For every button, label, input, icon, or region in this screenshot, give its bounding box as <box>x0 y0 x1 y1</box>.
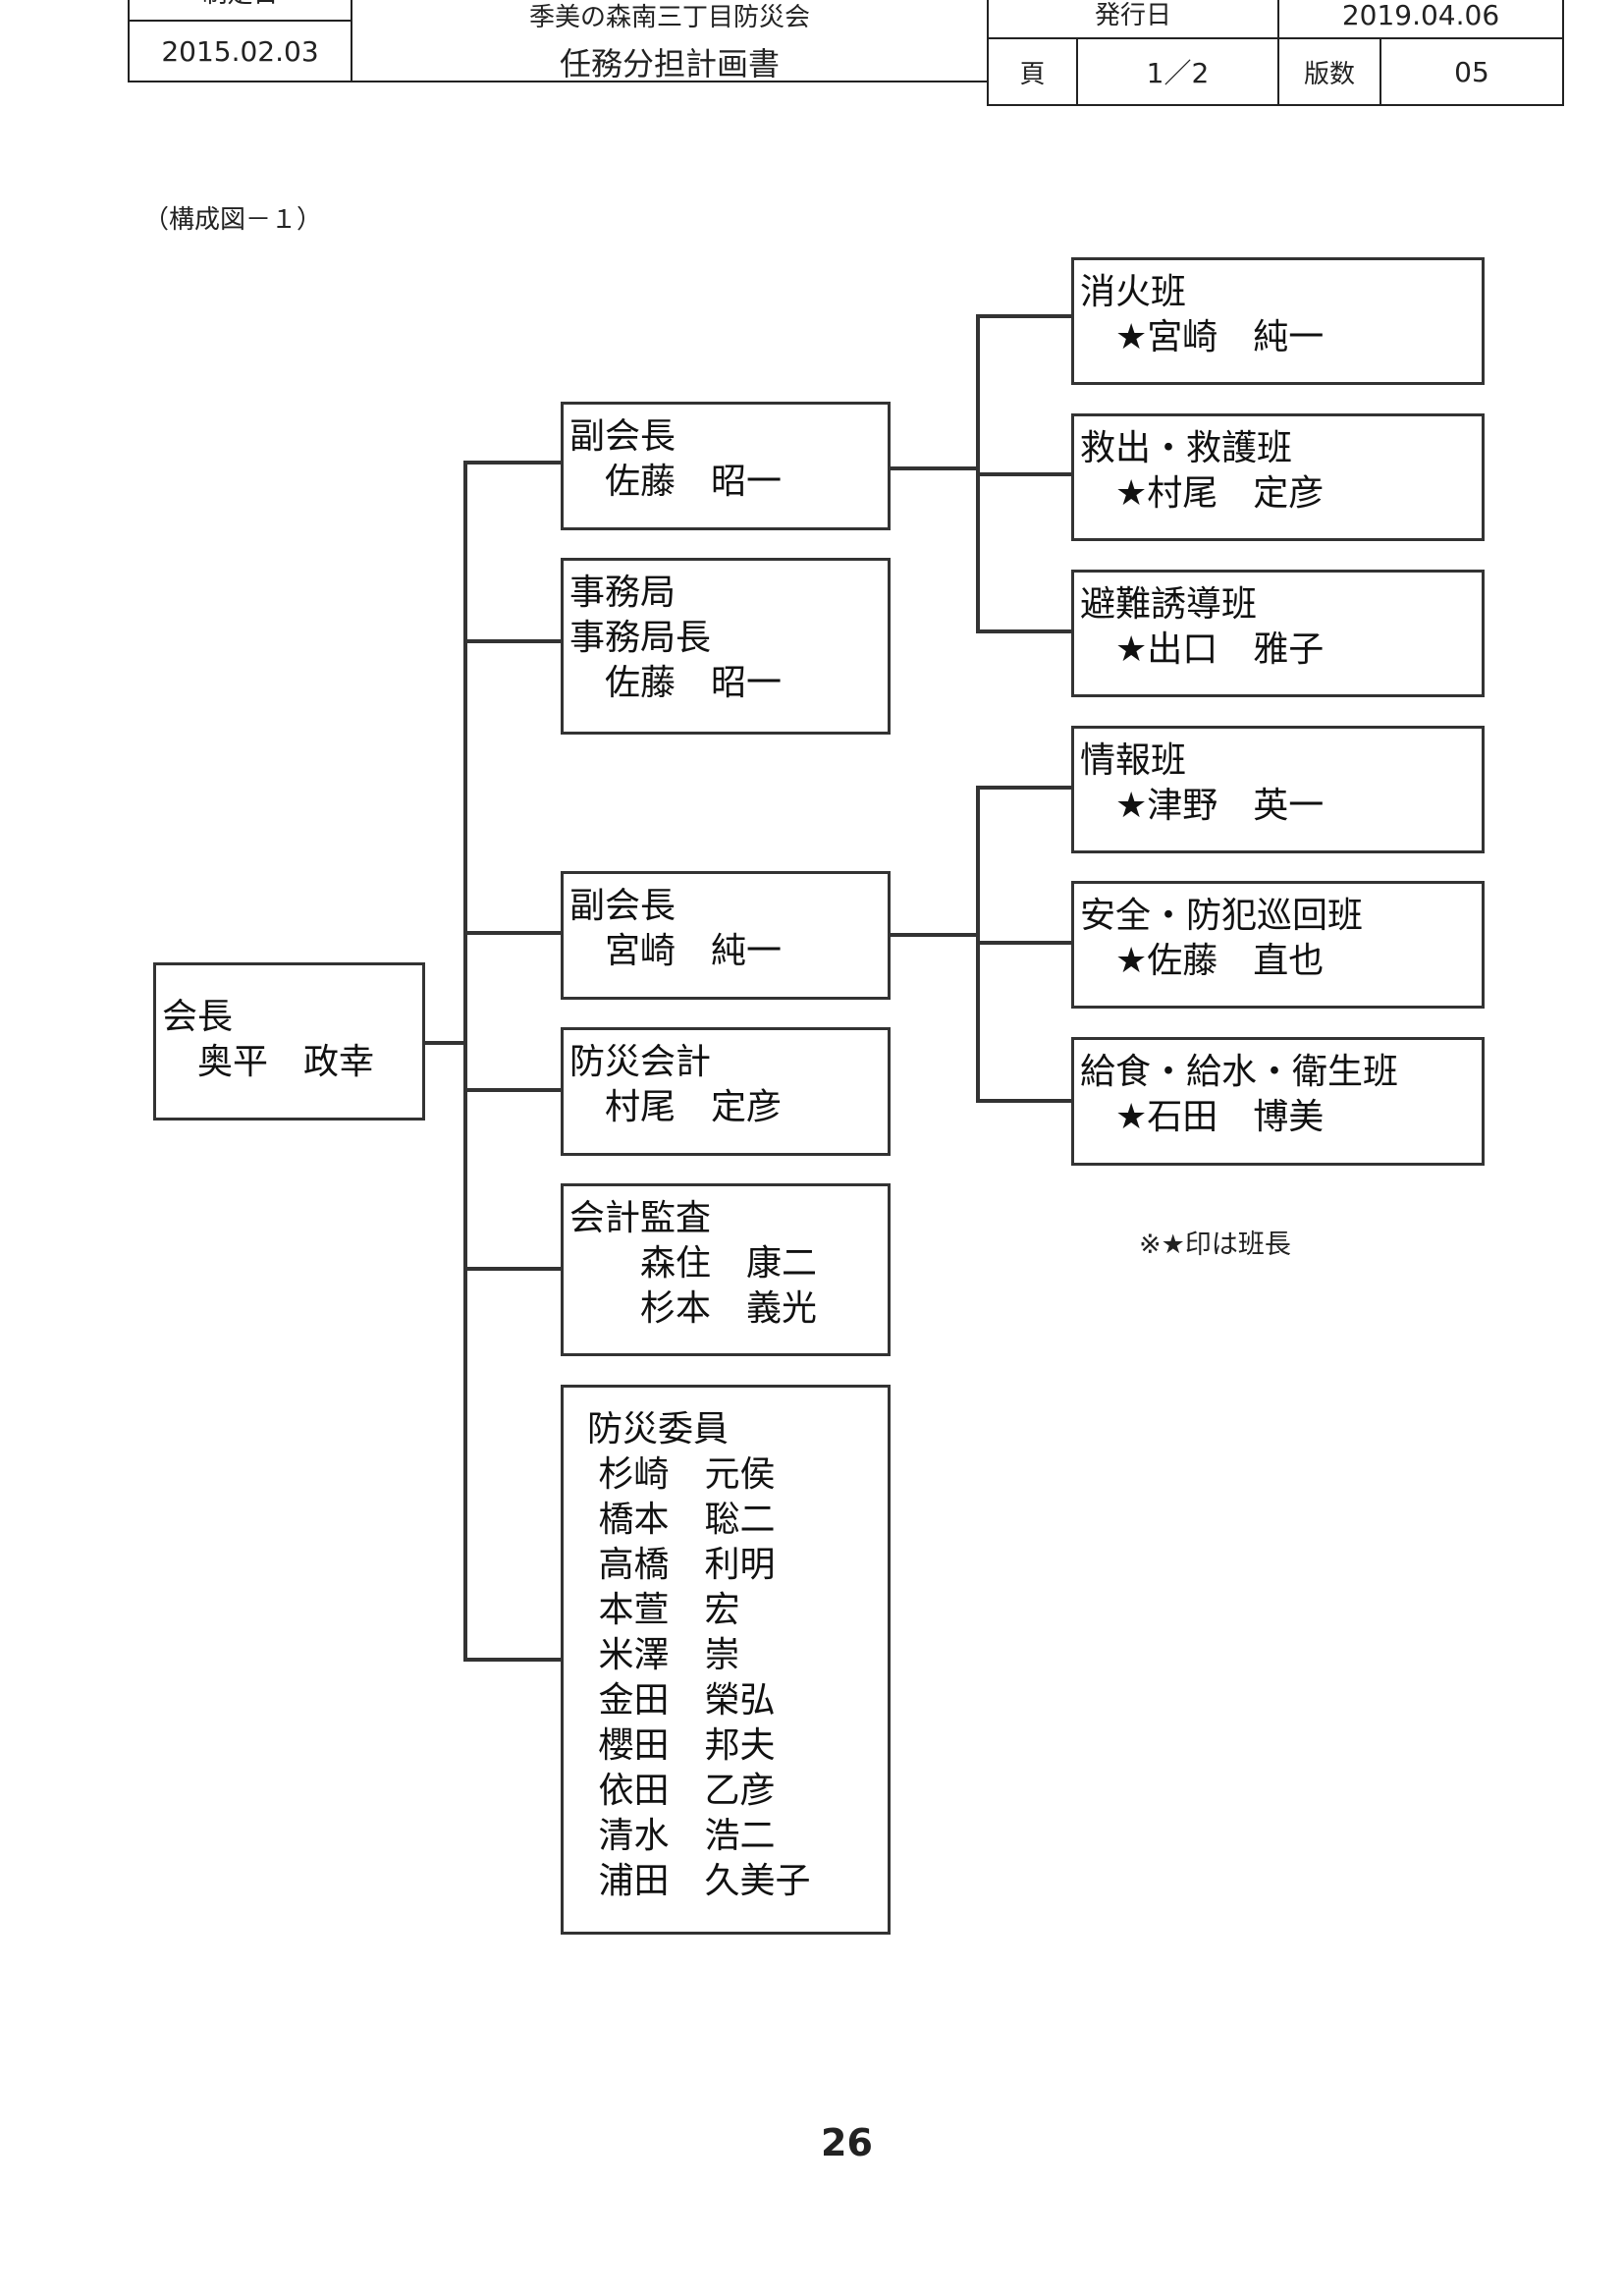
evacuation-team-box: 避難誘導班 ★出口 雅子 <box>1071 570 1485 697</box>
page-number: 26 <box>821 2121 873 2164</box>
member-name: 浦田 久美子 <box>587 1861 811 1901</box>
committee-box: 防災委員 杉崎 元侯 橋本 聡二 高橋 利明 本萱 宏 米澤 崇 金田 榮弘 櫻… <box>561 1385 891 1935</box>
document-title: 任務分担計画書 <box>559 44 780 82</box>
figure-label: （構成図－１） <box>143 205 323 235</box>
box-title: 救出・救護班 <box>1080 428 1293 468</box>
president-box: 会長 奥平 政幸 <box>153 962 425 1121</box>
page-label-cell: 頁 <box>987 37 1078 106</box>
member-name: 櫻田 邦夫 <box>587 1725 776 1766</box>
established-date: 2015.02.03 <box>161 34 319 68</box>
member-name: 橋本 聡二 <box>587 1500 776 1540</box>
accountant-box: 防災会計 村尾 定彦 <box>561 1027 891 1156</box>
rescue-team-box: 救出・救護班 ★村尾 定彦 <box>1071 413 1485 541</box>
connector-line <box>463 639 561 643</box>
established-date-cell: 2015.02.03 <box>128 20 352 82</box>
issue-date-label-cell: 発行日 <box>987 0 1279 39</box>
member-name: 村尾 定彦 <box>569 1087 783 1127</box>
box-title: 消火班 <box>1080 272 1187 312</box>
issue-date: 2019.04.06 <box>1341 0 1500 31</box>
team-leader: ★宮崎 純一 <box>1080 317 1325 357</box>
member-name: 奥平 政幸 <box>162 1042 375 1082</box>
box-title: 給食・給水・衛生班 <box>1080 1052 1399 1092</box>
box-title: 会長 <box>162 997 234 1037</box>
connector-line <box>463 1267 561 1271</box>
team-leader: ★石田 博美 <box>1080 1097 1325 1137</box>
connector-line <box>463 461 561 465</box>
fire-team-box: 消火班 ★宮崎 純一 <box>1071 257 1485 385</box>
edition-value: 05 <box>1454 55 1489 88</box>
member-name: 佐藤 昭一 <box>569 462 783 502</box>
connector-line <box>463 931 561 935</box>
team-leader: ★村尾 定彦 <box>1080 473 1325 514</box>
box-title: 事務局 <box>569 573 676 613</box>
organization-name: 季美の森南三丁目防災会 <box>528 2 810 32</box>
page-value-cell: 1／2 <box>1076 37 1279 106</box>
established-date-label-cell: 制定日 <box>128 0 352 22</box>
member-name: 佐藤 昭一 <box>569 663 783 703</box>
member-name: 本萱 宏 <box>587 1590 740 1630</box>
title-cell: 季美の森南三丁目防災会 任務分担計画書 <box>351 0 989 82</box>
connector-line <box>976 1099 1072 1103</box>
information-team-box: 情報班 ★津野 英一 <box>1071 726 1485 853</box>
member-name: 依田 乙彦 <box>587 1771 776 1811</box>
member-name: 清水 浩二 <box>587 1816 776 1856</box>
team-leader: ★佐藤 直也 <box>1080 941 1325 981</box>
box-subtitle: 事務局長 <box>569 618 712 658</box>
box-title: 副会長 <box>569 886 676 926</box>
edition-value-cell: 05 <box>1380 37 1564 106</box>
food-water-hygiene-team-box: 給食・給水・衛生班 ★石田 博美 <box>1071 1037 1485 1166</box>
auditor-box: 会計監査 森住 康二 杉本 義光 <box>561 1183 891 1356</box>
member-name: 金田 榮弘 <box>587 1680 776 1721</box>
box-title: 防災委員 <box>587 1409 730 1449</box>
connector-line <box>463 1658 561 1662</box>
connector-line <box>976 786 1072 790</box>
leader-note: ※★印は班長 <box>1139 1230 1291 1260</box>
connector-line <box>890 933 980 937</box>
connector-line <box>976 941 1072 945</box>
team-leader: ★出口 雅子 <box>1080 629 1325 670</box>
box-title: 情報班 <box>1080 740 1187 781</box>
member-name: 森住 康二 <box>569 1243 818 1284</box>
vice-president-box-2: 副会長 宮崎 純一 <box>561 871 891 1000</box>
edition-label: 版数 <box>1303 59 1355 89</box>
established-date-label: 制定日 <box>201 0 278 10</box>
box-title: 会計監査 <box>569 1198 712 1238</box>
secretariat-box: 事務局 事務局長 佐藤 昭一 <box>561 558 891 735</box>
member-name: 杉本 義光 <box>569 1288 818 1329</box>
connector-line <box>424 1041 467 1045</box>
vice-president-box-1: 副会長 佐藤 昭一 <box>561 402 891 530</box>
connector-line <box>976 314 1072 318</box>
connector-line <box>890 466 980 470</box>
team-leader: ★津野 英一 <box>1080 786 1325 826</box>
connector-line <box>463 1088 561 1092</box>
box-title: 防災会計 <box>569 1042 712 1082</box>
issue-date-cell: 2019.04.06 <box>1277 0 1564 39</box>
member-name: 高橋 利明 <box>587 1545 776 1585</box>
connector-line <box>463 461 467 1661</box>
member-name: 宮崎 純一 <box>569 931 783 971</box>
box-title: 避難誘導班 <box>1080 584 1258 625</box>
edition-label-cell: 版数 <box>1277 37 1381 106</box>
member-name: 米澤 崇 <box>587 1635 740 1675</box>
issue-date-label: 発行日 <box>1094 1 1171 30</box>
page-value: 1／2 <box>1146 57 1210 89</box>
page-label: 頁 <box>1019 59 1046 89</box>
safety-patrol-team-box: 安全・防犯巡回班 ★佐藤 直也 <box>1071 881 1485 1009</box>
connector-line <box>976 629 1072 633</box>
connector-line <box>976 472 1072 476</box>
box-title: 安全・防犯巡回班 <box>1080 896 1364 936</box>
member-name: 杉崎 元侯 <box>587 1454 776 1495</box>
box-title: 副会長 <box>569 416 676 457</box>
document-header: 制定日 2015.02.03 季美の森南三丁目防災会 任務分担計画書 発行日 2… <box>128 0 1564 106</box>
